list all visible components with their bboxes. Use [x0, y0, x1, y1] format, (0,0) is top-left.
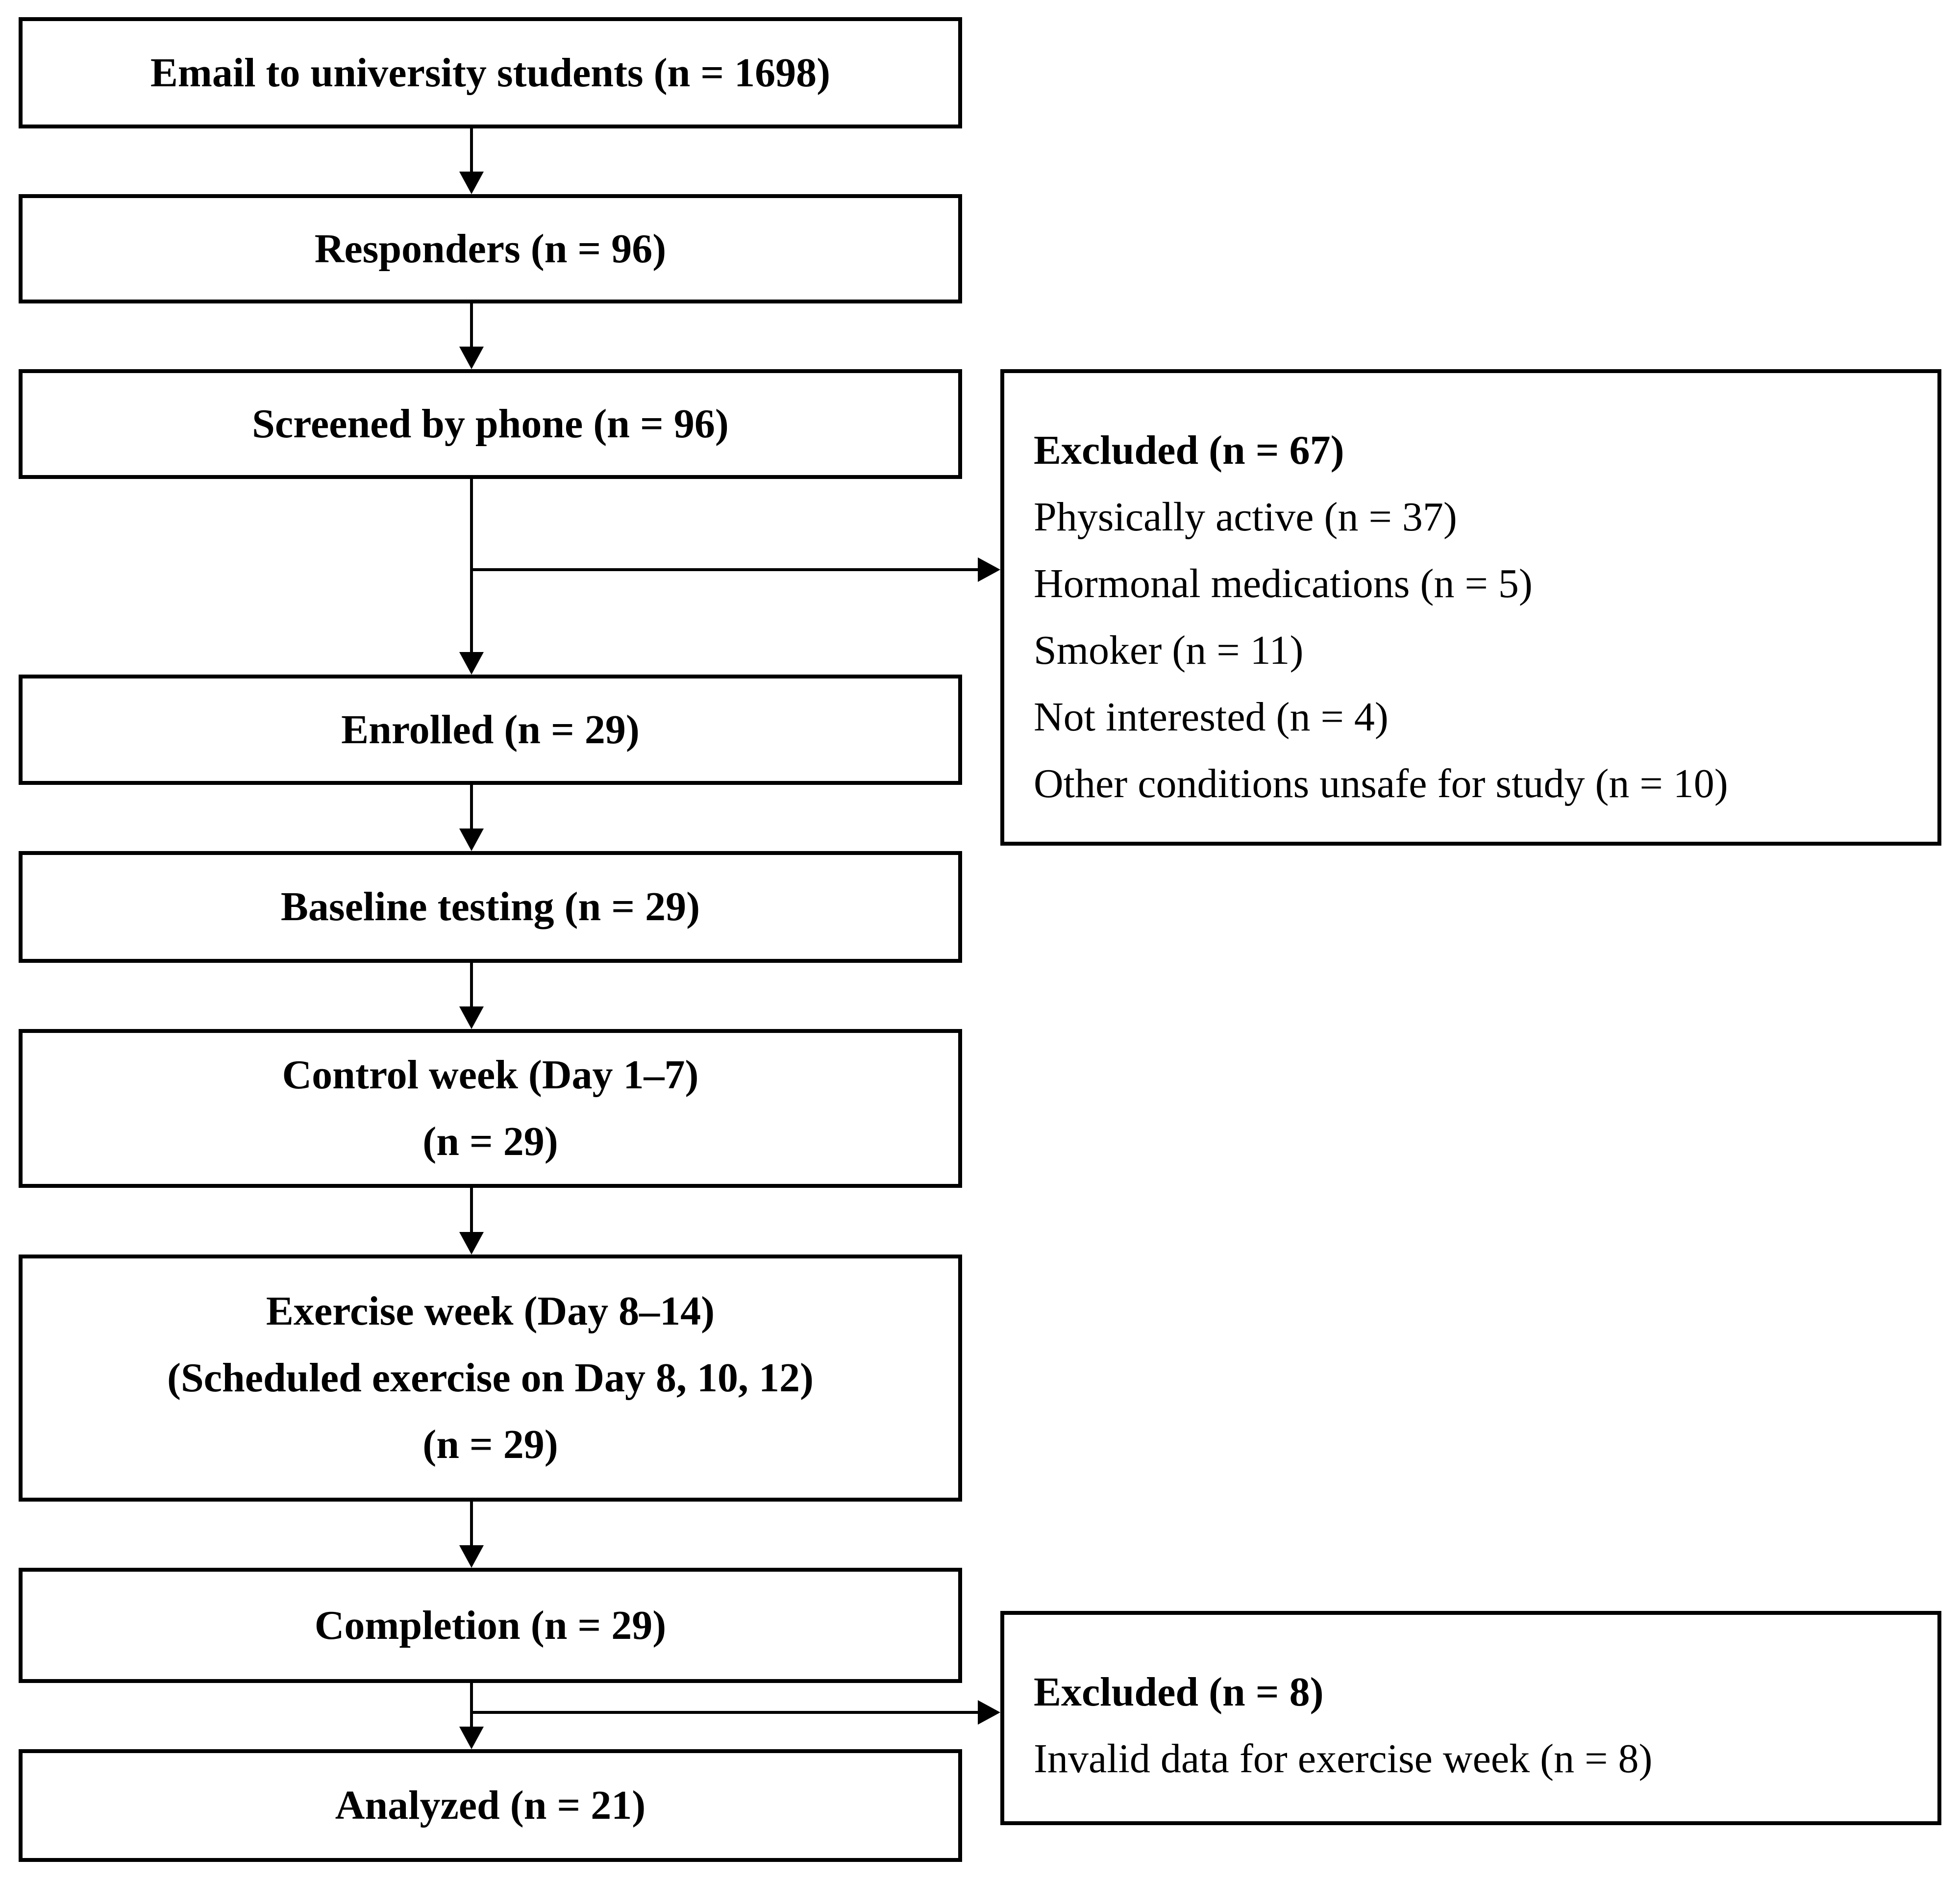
screened-box: Screened by phone (n = 96) [19, 369, 962, 479]
enrolled-box: Enrolled (n = 29) [19, 675, 962, 785]
exercise-week-title: Exercise week (Day 8–14) [266, 1288, 715, 1334]
excluded-screening-box: Excluded (n = 67) Physically active (n =… [1000, 369, 1941, 846]
excluded-reason-invalid-data: Invalid data for exercise week (n = 8) [1034, 1736, 1653, 1782]
arrowhead [459, 652, 484, 675]
analyzed-box: Analyzed (n = 21) [19, 1749, 962, 1862]
completion-box: Completion (n = 29) [19, 1568, 962, 1683]
arrowhead [459, 1727, 484, 1749]
excluded-reason-other-conditions: Other conditions unsafe for study (n = 1… [1034, 761, 1728, 806]
excluded-completion-box: Excluded (n = 8) Invalid data for exerci… [1000, 1611, 1941, 1825]
excluded-reason-not-interested: Not interested (n = 4) [1034, 694, 1389, 740]
excluded-screening-title: Excluded (n = 67) [1034, 427, 1344, 473]
arrowhead [459, 1545, 484, 1568]
baseline-label: Baseline testing (n = 29) [280, 884, 700, 929]
arrowhead [459, 172, 484, 194]
arrowhead [978, 557, 1000, 582]
arrowhead [459, 1006, 484, 1029]
arrowhead [978, 1700, 1000, 1725]
enrolled-label: Enrolled (n = 29) [341, 706, 640, 753]
excluded-reason-smoker: Smoker (n = 11) [1034, 628, 1304, 673]
email-box: Email to university students (n = 1698) [19, 17, 962, 128]
control-week-count: (n = 29) [422, 1119, 558, 1164]
excluded-completion-title: Excluded (n = 8) [1034, 1669, 1324, 1715]
responders-label: Responders (n = 96) [314, 226, 667, 272]
responders-box: Responders (n = 96) [19, 194, 962, 303]
email-label: Email to university students (n = 1698) [150, 50, 831, 96]
arrowhead [459, 1232, 484, 1255]
analyzed-label: Analyzed (n = 21) [335, 1783, 646, 1828]
excluded-reason-physically-active: Physically active (n = 37) [1034, 494, 1457, 540]
completion-label: Completion (n = 29) [314, 1602, 667, 1648]
control-week-box: Control week (Day 1–7) (n = 29) [19, 1029, 962, 1188]
arrowhead [459, 347, 484, 369]
exercise-week-count: (n = 29) [422, 1422, 558, 1467]
baseline-box: Baseline testing (n = 29) [19, 851, 962, 963]
arrowhead [459, 829, 484, 851]
exercise-week-box: Exercise week (Day 8–14) (Scheduled exer… [19, 1255, 962, 1502]
control-week-title: Control week (Day 1–7) [282, 1052, 699, 1098]
screened-label: Screened by phone (n = 96) [252, 401, 729, 447]
exercise-week-schedule: (Scheduled exercise on Day 8, 10, 12) [167, 1355, 814, 1401]
excluded-reason-hormonal-medications: Hormonal medications (n = 5) [1034, 561, 1533, 606]
